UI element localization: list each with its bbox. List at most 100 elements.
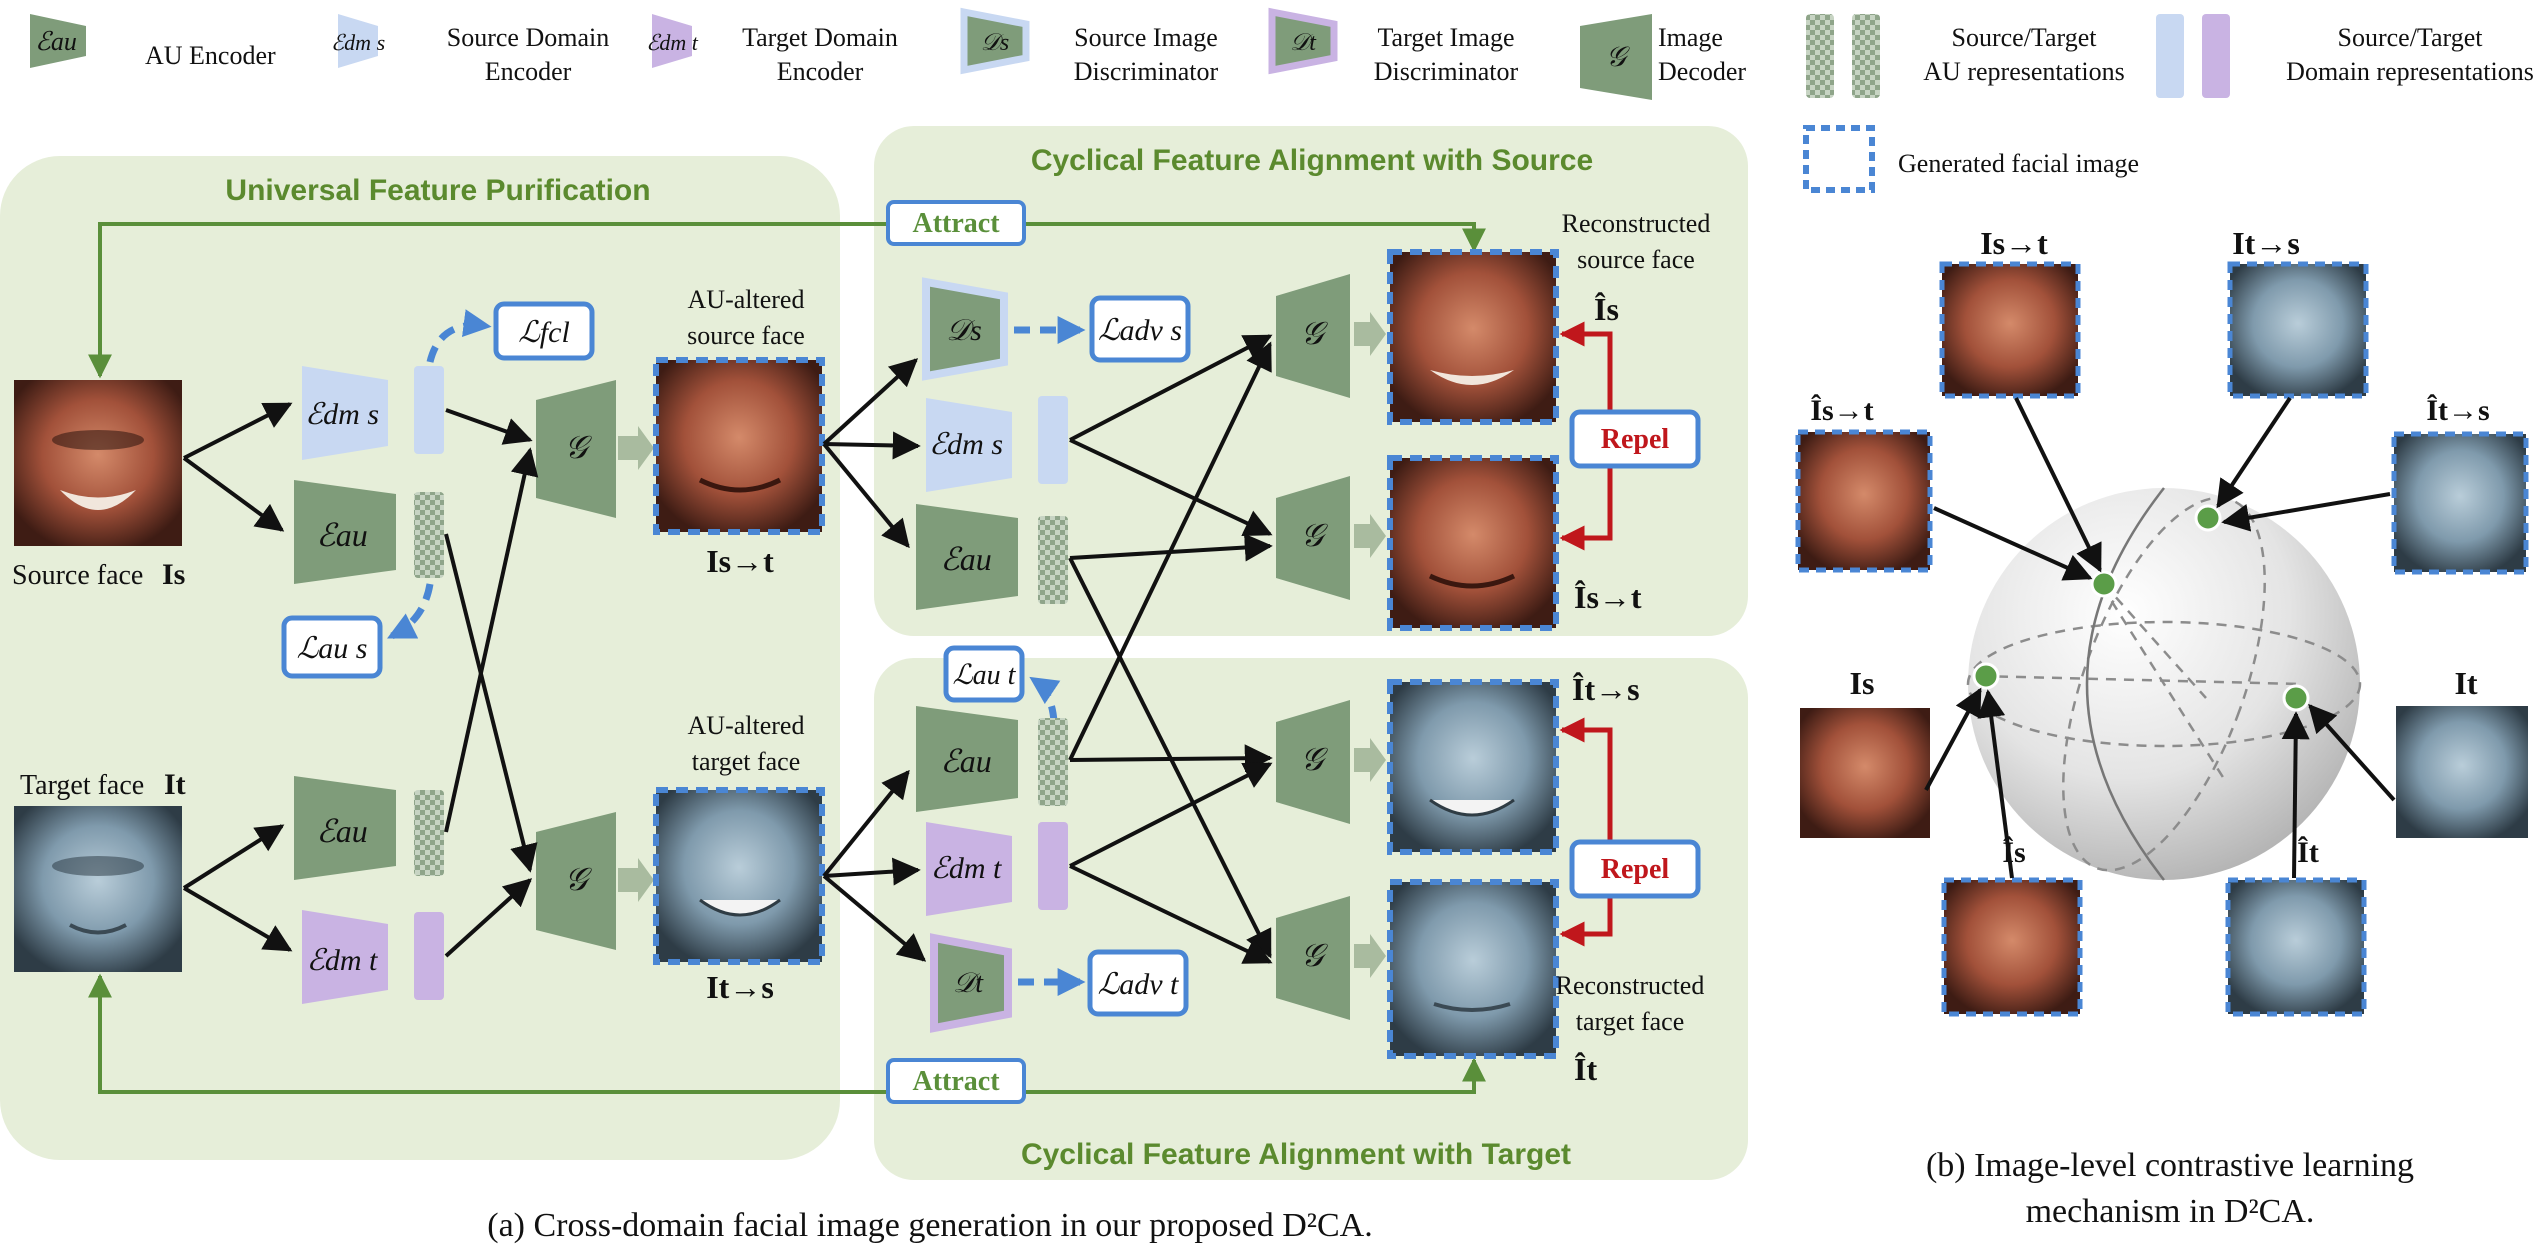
attract-label-top: Attract [912, 208, 1000, 239]
loss-au-source: ℒau s [281, 615, 383, 679]
reconstructed-source-line2: source face [1577, 245, 1695, 274]
legend-generated-image: Generated facial image [1803, 125, 2139, 193]
b-label-i-s-to-t: Is→t [1980, 225, 2048, 261]
legend-target-disc-label-2: Discriminator [1374, 57, 1519, 86]
au-altered-target-line1: AU-altered [688, 711, 805, 740]
domain-rep-source-2 [1038, 396, 1068, 484]
legend-source-domain-label-2: Encoder [485, 57, 572, 86]
label-hat-i-t: Ît [1574, 1051, 1597, 1087]
hat-i-s-to-t-image [1387, 455, 1559, 631]
legend-au-encoder: ℰau AU Encoder [30, 14, 276, 70]
b-face-i-t-to-s [2227, 261, 2369, 399]
decoder-left-1: 𝒢 [536, 380, 616, 518]
decoder-right-3: 𝒢 [1276, 700, 1350, 824]
label-hat-i-t-to-s: Ît→s [1572, 671, 1640, 707]
encoder-dm-target-1-label: ℰdm t [307, 944, 378, 977]
source-face-symbol: Is [162, 558, 185, 591]
b-label-hat-i-t-to-s: Ît→s [2426, 394, 2489, 427]
align-target-title: Cyclical Feature Alignment with Target [1021, 1138, 1571, 1171]
legend-au-rep-label-2: AU representations [1923, 57, 2124, 86]
b-face-hat-i-s [1941, 877, 2083, 1017]
legend-source-image-discriminator: 𝒟s Source Image Discriminator [960, 7, 1219, 86]
legend: ℰau AU Encoder ℰdm s Source Domain Encod… [30, 7, 2534, 193]
b-face-i-t [2396, 706, 2528, 838]
legend-target-image-discriminator: 𝒟t Target Image Discriminator [1268, 7, 1519, 86]
b-label-i-t: It [2454, 665, 2477, 701]
b-label-i-t-to-s: It→s [2232, 225, 2300, 261]
right-panel-arrows [822, 334, 1273, 964]
attract-loop-top: Attract [88, 200, 1486, 379]
target-face-image [14, 806, 182, 972]
loss-au-source-label: ℒau s [297, 632, 368, 665]
encoder-au-target-1: ℰau [294, 776, 396, 880]
decoder-left-2: 𝒢 [536, 812, 616, 950]
label-i-t-to-s: It→s [706, 969, 774, 1005]
b-label-i-s: Is [1850, 665, 1875, 701]
target-face-symbol: It [164, 768, 186, 801]
loss-fcl-label: ℒfcl [518, 316, 570, 349]
hat-i-t-to-s-image [1387, 679, 1559, 855]
legend-au-representations: Source/Target AU representations [1806, 14, 2125, 98]
attract-loop-bottom: Attract [88, 973, 1486, 1104]
legend-target-domain-symbol: ℰdm t [646, 30, 699, 55]
legend-domain-rep-label-1: Source/Target [2338, 23, 2484, 52]
legend-domain-rep-label-2: Domain representations [2286, 57, 2534, 86]
loss-adv-source-label: ℒadv s [1098, 314, 1182, 347]
encoder-au-source-2-label: ℰau [940, 541, 991, 577]
domain-rep-source-1 [414, 366, 444, 454]
encoder-au-source-2: ℰau [916, 504, 1018, 610]
legend-target-domain-label-2: Encoder [777, 57, 864, 86]
au-altered-target-line2: target face [692, 747, 801, 776]
encoder-dm-source-2: ℰdm s [926, 398, 1012, 492]
b-face-i-s [1800, 708, 1930, 838]
encoder-au-target-2-label: ℰau [940, 743, 991, 779]
b-face-hat-i-s-to-t [1795, 429, 1933, 573]
b-label-hat-i-s-to-t: Îs→t [1810, 394, 1873, 427]
caption-b-line2: mechanism in D²CA. [2026, 1193, 2315, 1230]
legend-source-disc-label-2: Discriminator [1074, 57, 1219, 86]
legend-source-domain-symbol: ℰdm s [331, 30, 385, 55]
loss-au-target-label: ℒau t [953, 660, 1017, 691]
legend-decoder-label-2: Decoder [1658, 57, 1746, 86]
encoder-dm-source-2-label: ℰdm s [929, 428, 1003, 461]
decoder-right-4: 𝒢 [1276, 896, 1350, 1020]
encoder-au-source-1: ℰau [294, 480, 396, 584]
label-hat-i-s: Îs [1594, 291, 1619, 327]
legend-source-domain-label-1: Source Domain [447, 23, 609, 52]
au-altered-source-line1: AU-altered [688, 285, 805, 314]
b-face-i-s-to-t [1939, 261, 2081, 399]
legend-source-disc-label-1: Source Image [1074, 23, 1218, 52]
legend-generated-label: Generated facial image [1898, 149, 2139, 178]
loss-adv-target-label: ℒadv t [1098, 968, 1179, 1001]
repel-bottom: Repel [1559, 717, 1701, 947]
sphere-arrows [1924, 396, 2396, 879]
legend-au-rep-label-1: Source/Target [1952, 23, 2098, 52]
purification-title: Universal Feature Purification [225, 174, 650, 207]
sphere-point-it [2282, 684, 2310, 712]
left-panel-arrows [182, 402, 539, 958]
reconstructed-source-line1: Reconstructed [1562, 209, 1711, 238]
disc-source-label: 𝒟s [946, 314, 982, 347]
label-hat-i-s-to-t: Îs→t [1574, 579, 1642, 615]
b-face-hat-i-t-to-s [2391, 431, 2529, 575]
repel-label-bottom: Repel [1601, 854, 1670, 885]
encoder-dm-source-1-label: ℰdm s [305, 398, 379, 431]
legend-source-domain-encoder: ℰdm s Source Domain Encoder [331, 14, 609, 86]
repel-label-top: Repel [1601, 424, 1670, 455]
reconstructed-target-image [1387, 879, 1559, 1059]
au-rep-source-2 [1038, 516, 1068, 604]
sphere-point-is [1972, 662, 2000, 690]
repel-top: Repel [1559, 321, 1701, 551]
disc-target: 𝒟t [930, 933, 1012, 1033]
reconstructed-target-line2: target face [1576, 1007, 1685, 1036]
attract-label-bottom: Attract [912, 1066, 1000, 1097]
legend-target-domain-encoder: ℰdm t Target Domain Encoder [646, 14, 898, 86]
sphere-point-it-to-s [2194, 504, 2222, 532]
legend-domain-representations: Source/Target Domain representations [2156, 14, 2534, 98]
encoder-au-target-1-label: ℰau [316, 813, 367, 849]
b-face-hat-i-t [2225, 877, 2367, 1017]
disc-target-label: 𝒟t [953, 968, 984, 999]
domain-rep-target-2 [1038, 822, 1068, 910]
encoder-dm-target-1: ℰdm t [302, 910, 388, 1004]
legend-au-encoder-label: AU Encoder [145, 41, 276, 70]
